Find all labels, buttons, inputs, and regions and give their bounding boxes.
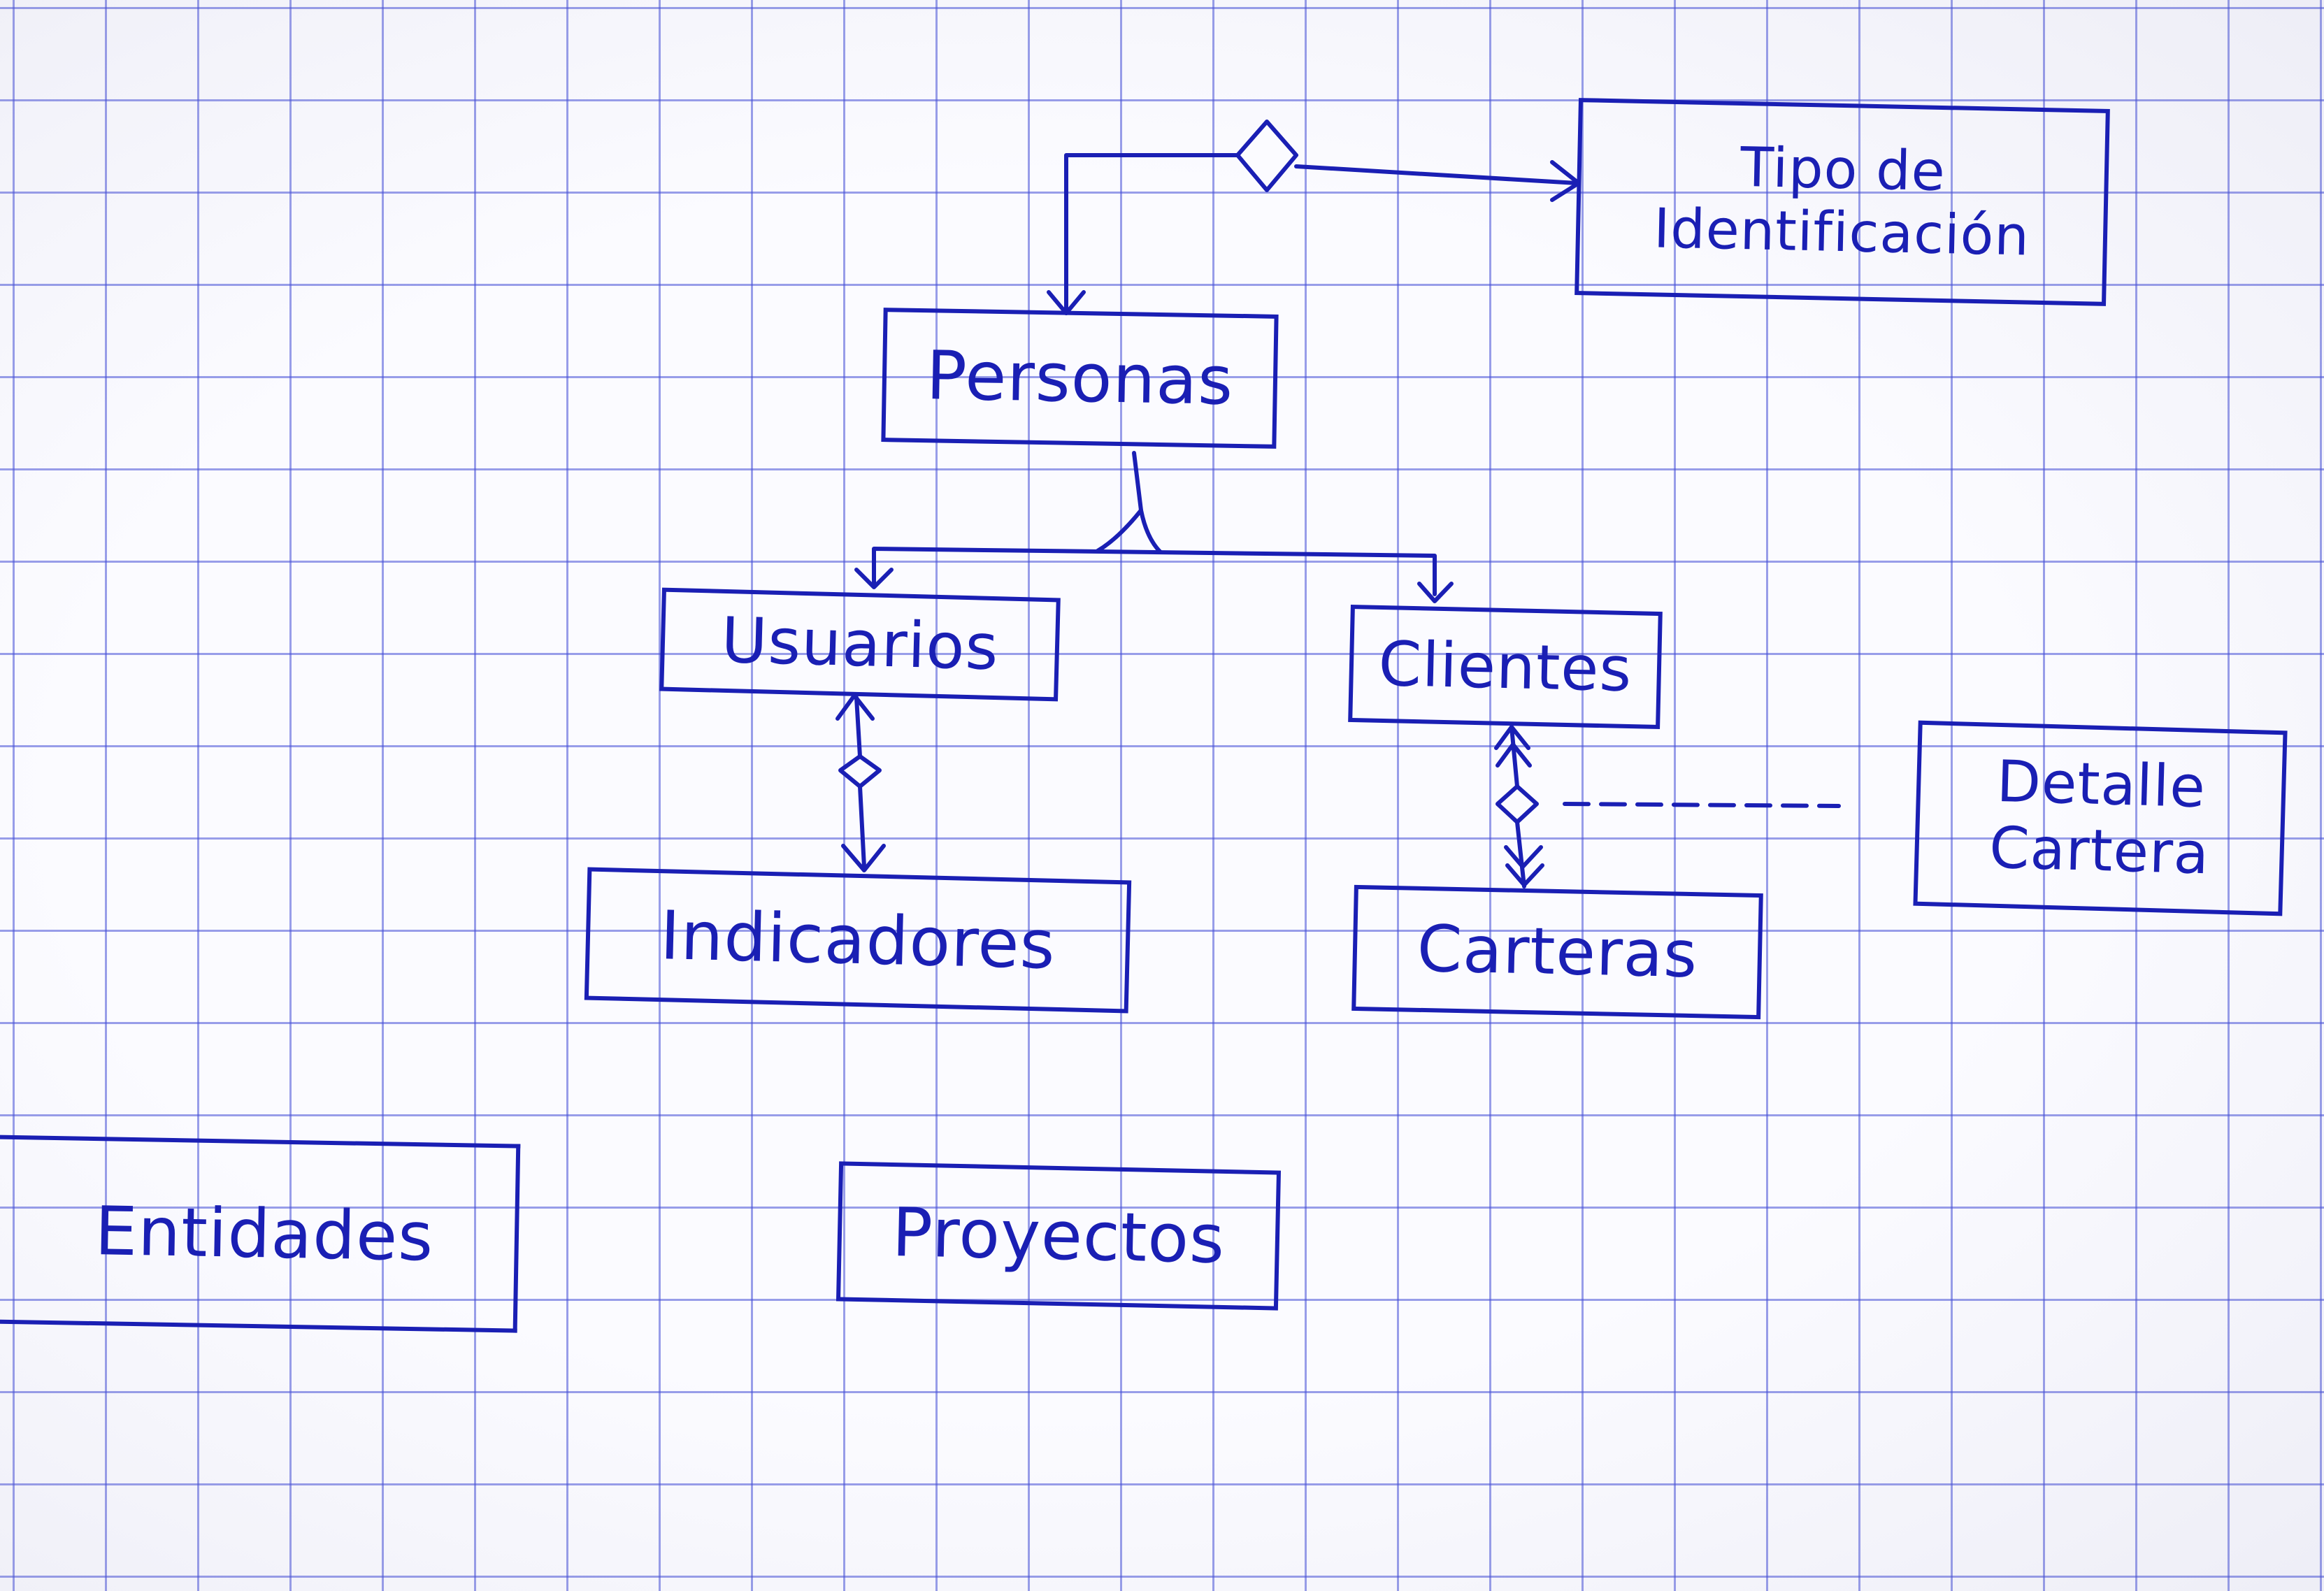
entity-indicadores: Indicadores: [584, 867, 1132, 1014]
entity-label: Carteras: [1416, 911, 1699, 993]
arrowhead: [835, 693, 875, 721]
arrowhead: [854, 568, 894, 589]
diamond-marker: [838, 754, 882, 789]
entity-entidades: Entidades: [0, 1135, 521, 1333]
entity-label: Detalle Cartera: [1988, 749, 2211, 887]
entity-personas: Personas: [881, 308, 1279, 449]
diamond-marker: [1495, 784, 1539, 824]
connector-usuarios-indicadores: [835, 693, 886, 872]
arrowhead: [1505, 863, 1544, 887]
arrowhead: [1504, 845, 1543, 869]
entity-label: Usuarios: [720, 604, 1000, 685]
entity-label: Entidades: [94, 1191, 435, 1276]
arrowhead: [1417, 582, 1454, 603]
entity-carteras: Carteras: [1351, 884, 1763, 1020]
arrowhead: [1495, 742, 1532, 768]
inheritance-marker: [1096, 508, 1163, 554]
arrowhead: [1494, 725, 1530, 750]
entity-detalle-cartera: Detalle Cartera: [1913, 720, 2288, 916]
connector-personas-tipo-identificacion: [1047, 120, 1581, 315]
entity-tipo-identificacion: Tipo de Identificación: [1575, 98, 2110, 306]
entity-label: Indicadores: [659, 895, 1057, 984]
entity-label: Proyectos: [891, 1193, 1226, 1279]
entity-label: Clientes: [1377, 628, 1633, 706]
diamond-marker: [1235, 120, 1298, 192]
dashed-association: [1563, 802, 1841, 808]
entity-clientes: Clientes: [1348, 604, 1663, 730]
entity-label: Tipo de Identificación: [1653, 136, 2030, 268]
arrowhead: [1550, 160, 1581, 202]
connector-clientes-carteras: [1494, 725, 1841, 888]
entity-label: Personas: [925, 336, 1235, 420]
connector-personas-inheritance: [854, 451, 1454, 603]
entity-proyectos: Proyectos: [835, 1161, 1282, 1311]
entity-usuarios: Usuarios: [659, 587, 1061, 702]
arrowhead: [841, 844, 886, 872]
